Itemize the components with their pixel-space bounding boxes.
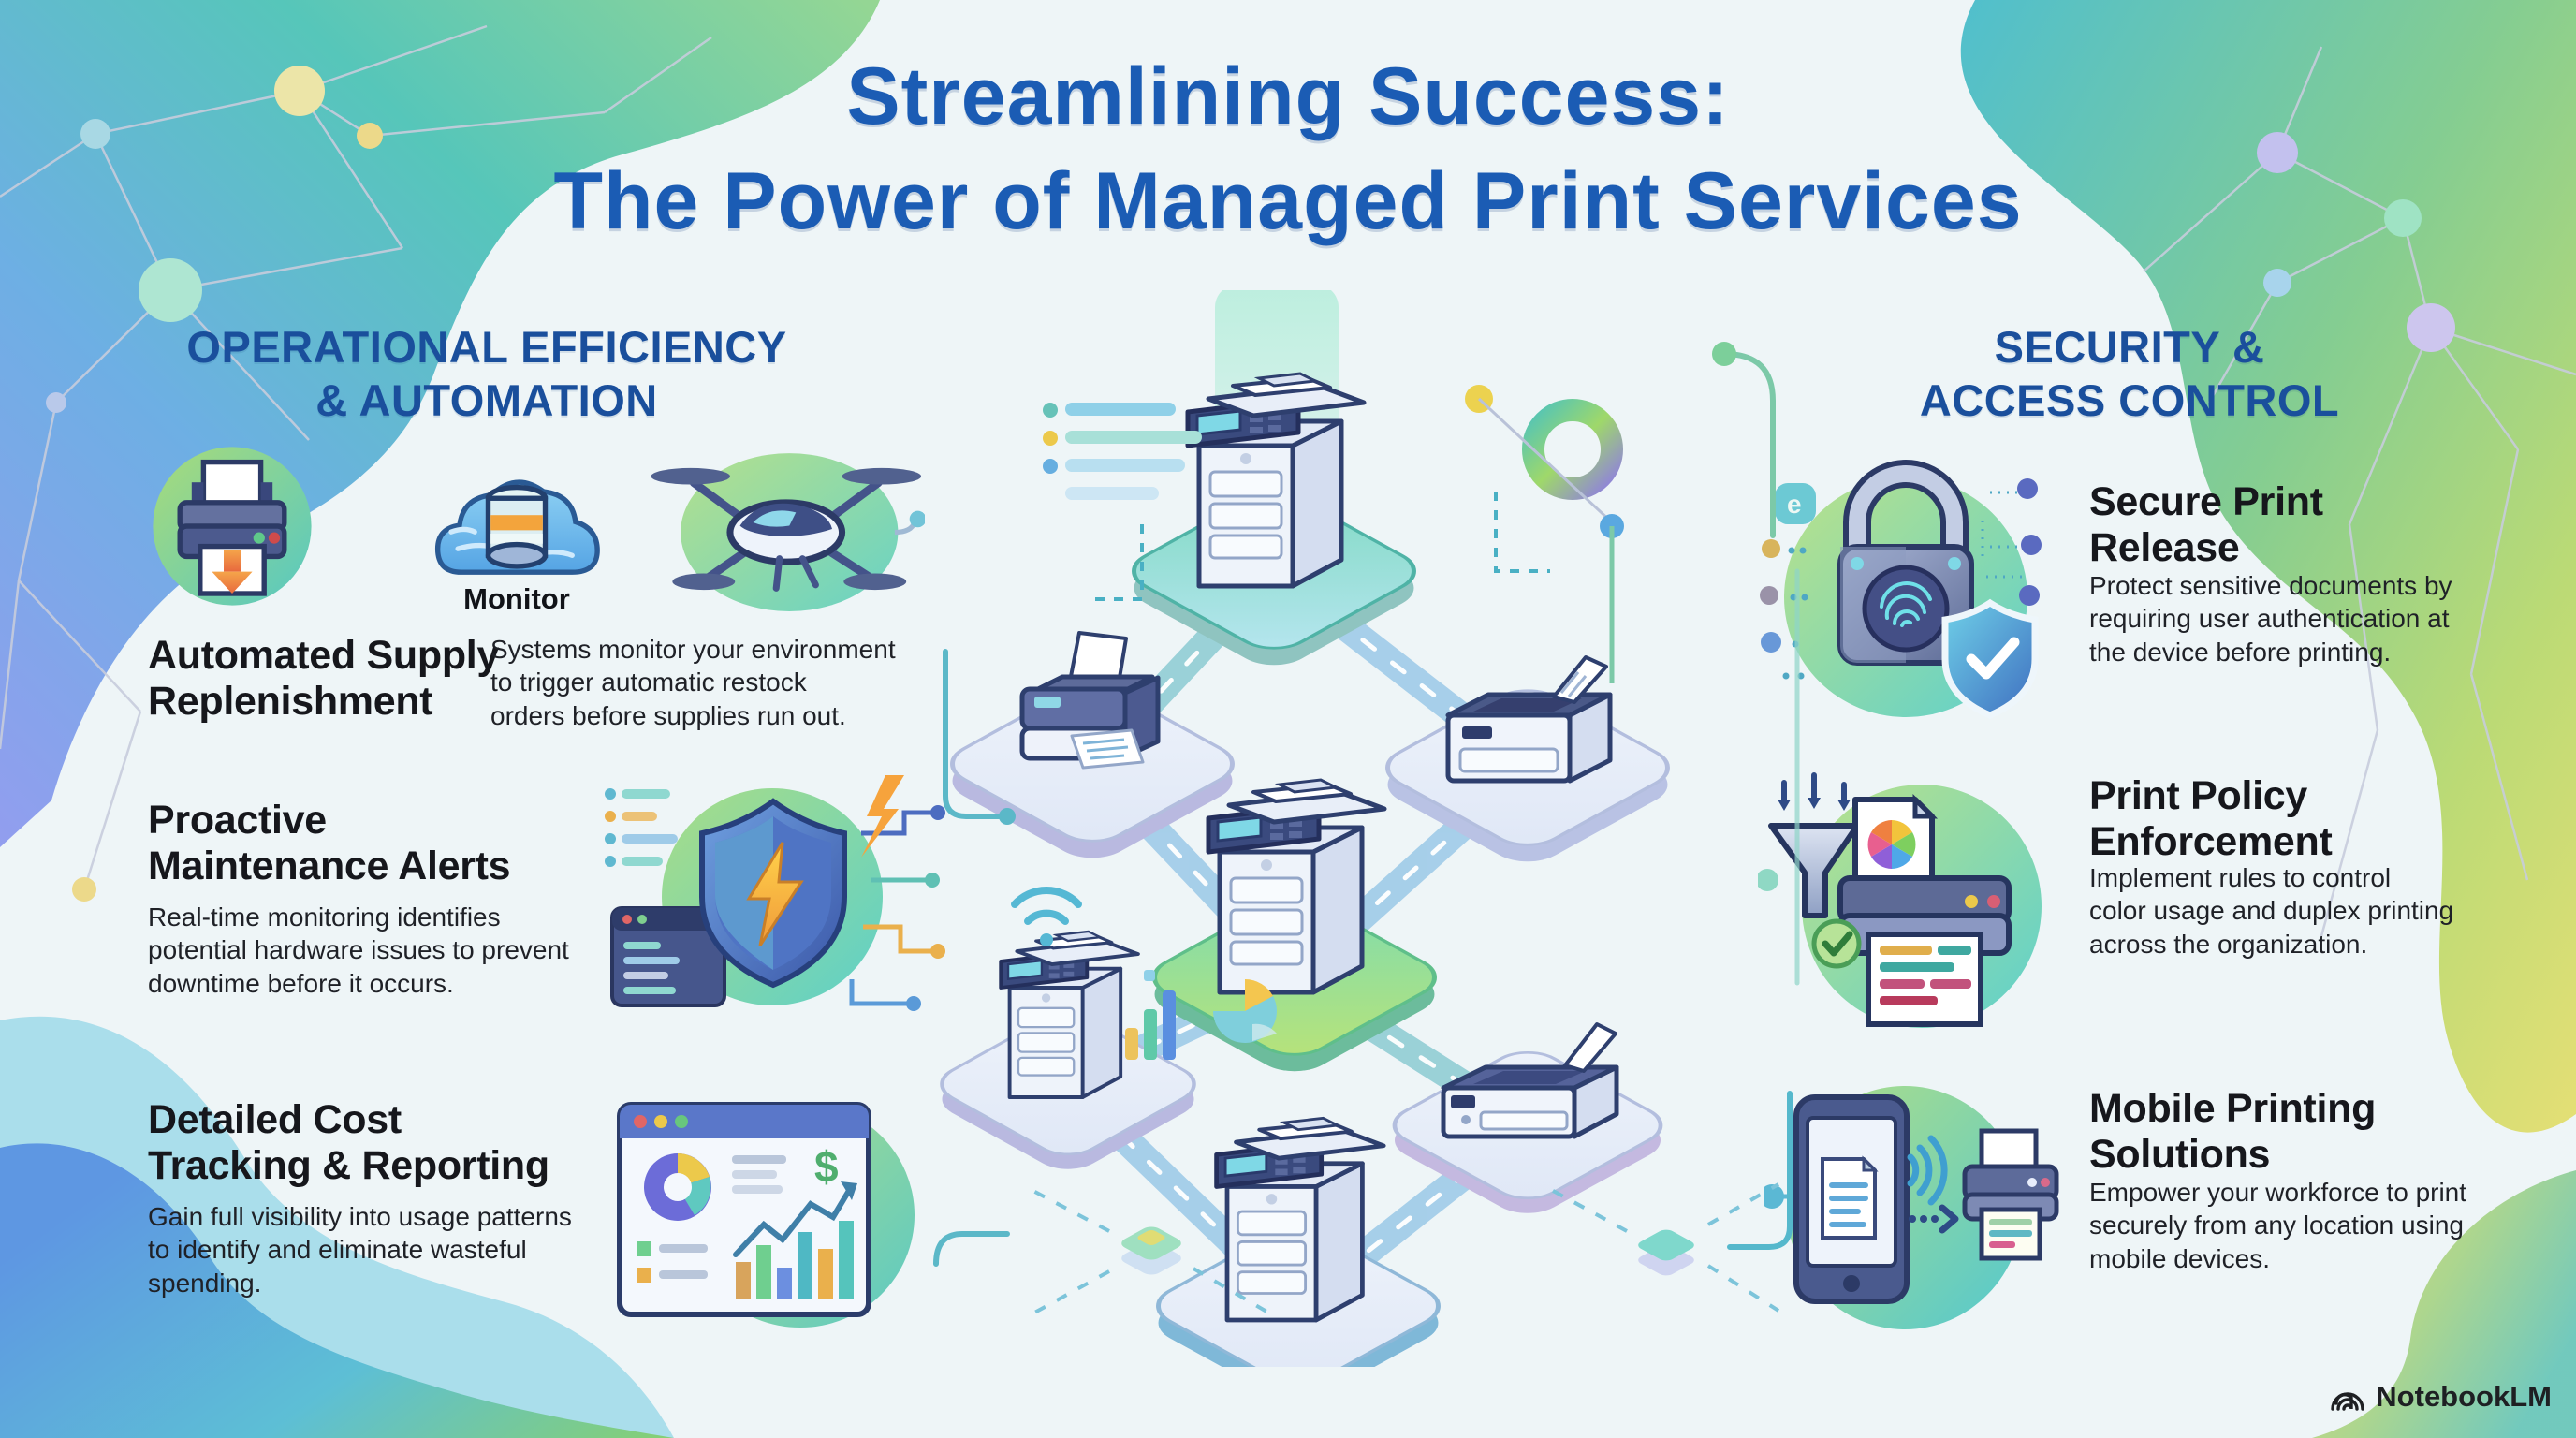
checklist-decoration <box>1043 403 1202 500</box>
pie-chart-decoration <box>1213 979 1277 1043</box>
inkjet-printer-left <box>1022 633 1158 768</box>
analytics-dashboard-icon: $ <box>617 1102 915 1328</box>
diamond-node-right <box>1638 1229 1694 1276</box>
network-constellation-right <box>2143 46 2576 937</box>
cloud-monitor-label: Monitor <box>463 582 570 615</box>
feature-title-secure-release: Secure Print Release <box>2089 479 2323 571</box>
mfp-copier-top <box>1188 374 1364 586</box>
feature-desc-policy: Implement rules to control color usage a… <box>2089 863 2454 959</box>
feature-title-mobile: Mobile Printing Solutions <box>2089 1086 2377 1178</box>
print-policy-icon <box>1758 772 2042 1028</box>
watermark: NotebookLM <box>2329 1380 2552 1414</box>
mfp-copier-bottom-left <box>999 929 1140 1099</box>
svg-text:e: e <box>1787 490 1802 519</box>
feature-desc-maintenance: Real-time monitoring identifies potentia… <box>148 902 569 998</box>
feature-title-policy: Print Policy Enforcement <box>2089 773 2333 865</box>
mfp-copier-center <box>1208 780 1384 992</box>
mfp-copier-bottom-center <box>1217 1118 1384 1320</box>
corner-blob-top-left <box>0 0 880 847</box>
shield-lightning-icon <box>605 775 945 1011</box>
wifi-icon <box>1011 886 1082 946</box>
feature-desc-cost: Gain full visibility into usage patterns… <box>148 1202 572 1298</box>
watermark-brand: NotebookLM <box>2376 1380 2552 1413</box>
feature-desc-secure-release: Protect sensitive documents by requiring… <box>2089 571 2452 667</box>
notebooklm-logo-icon <box>2331 1392 2364 1411</box>
laser-printer-right <box>1448 657 1610 781</box>
donut-chart-decoration <box>1522 399 1623 500</box>
feature-desc-supply: Systems monitor your environment to trig… <box>490 635 896 730</box>
printer-network-illustration <box>917 290 1800 1367</box>
flatbed-printer-bottom-right <box>1443 1024 1617 1137</box>
drone-icon <box>651 453 925 611</box>
feature-title-cost: Detailed Cost Tracking & Reporting <box>148 1097 549 1189</box>
padlock-fingerprint-icon: e <box>1760 460 2042 719</box>
svg-text:$: $ <box>814 1142 839 1191</box>
corner-blob-bottom-left <box>0 1016 674 1438</box>
left-section-heading: OPERATIONAL EFFICIENCY & AUTOMATION <box>186 322 787 426</box>
feature-title-supply: Automated Supply Replenishment <box>148 633 500 725</box>
bar-chart-decoration <box>1125 970 1176 1060</box>
feature-desc-mobile: Empower your workforce to print securely… <box>2089 1178 2467 1273</box>
network-constellation-left <box>0 24 712 902</box>
diamond-node-left <box>1121 1226 1181 1275</box>
feature-title-maintenance: Proactive Maintenance Alerts <box>148 798 511 889</box>
right-section-heading: SECURITY & ACCESS CONTROL <box>1919 322 2340 426</box>
page-title: Streamlining Success: The Power of Manag… <box>553 51 2023 246</box>
corner-blob-top-right <box>1960 0 2576 1133</box>
corner-blob-bottom-right <box>2312 1170 2576 1438</box>
cloud-database-icon <box>434 479 600 575</box>
printer-download-icon <box>153 447 312 606</box>
